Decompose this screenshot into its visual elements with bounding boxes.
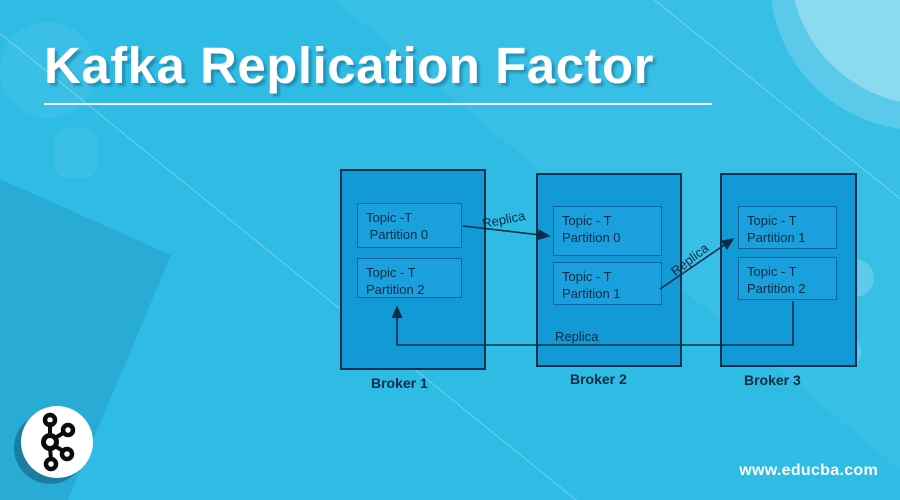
partition-name-text: Partition 1 — [562, 286, 621, 301]
kafka-logo-icon — [41, 412, 76, 472]
broker-2-label: Broker 2 — [570, 371, 627, 387]
broker3-partition1-box: Topic - T Partition 1 — [738, 206, 837, 249]
partition-topic-text: Topic - T — [562, 213, 612, 228]
partition-name-text: Partition 0 — [366, 227, 429, 242]
logo-badge — [21, 406, 93, 478]
broker3-partition2-box: Topic - T Partition 2 — [738, 257, 837, 300]
corner-glow-circle-outer — [770, 0, 900, 130]
soft-blob — [55, 128, 97, 178]
broker2-partition1-box: Topic - T Partition 1 — [553, 262, 662, 305]
title-underline — [44, 103, 712, 105]
broker1-partition0-box: Topic -T Partition 0 — [357, 203, 462, 248]
page-title: Kafka Replication Factor — [44, 37, 654, 94]
broker-3-label: Broker 3 — [744, 372, 801, 388]
partition-topic-text: Topic - T — [562, 269, 612, 284]
partition-name-text: Partition 2 — [366, 282, 425, 297]
partition-name-text: Partition 0 — [562, 230, 621, 245]
replica-label-1: Replica — [480, 208, 527, 231]
partition-name-text: Partition 2 — [747, 281, 806, 296]
partition-topic-text: Topic -T — [366, 210, 413, 225]
corner-glow-circle-inner — [790, 0, 900, 105]
partition-topic-text: Topic - T — [747, 213, 797, 228]
broker1-partition2-box: Topic - T Partition 2 — [357, 258, 462, 298]
watermark-url: www.educba.com — [739, 462, 878, 479]
broker-3-box: Topic - T Partition 1 Topic - T Partitio… — [720, 173, 857, 367]
partition-name-text: Partition 1 — [747, 230, 806, 245]
replica-label-3: Replica — [555, 329, 599, 344]
partition-topic-text: Topic - T — [366, 265, 416, 280]
partition-topic-text: Topic - T — [747, 264, 797, 279]
broker-1-box: Topic -T Partition 0 Topic - T Partition… — [340, 169, 486, 370]
broker2-partition0-box: Topic - T Partition 0 — [553, 206, 662, 256]
broker-1-label: Broker 1 — [371, 375, 428, 391]
